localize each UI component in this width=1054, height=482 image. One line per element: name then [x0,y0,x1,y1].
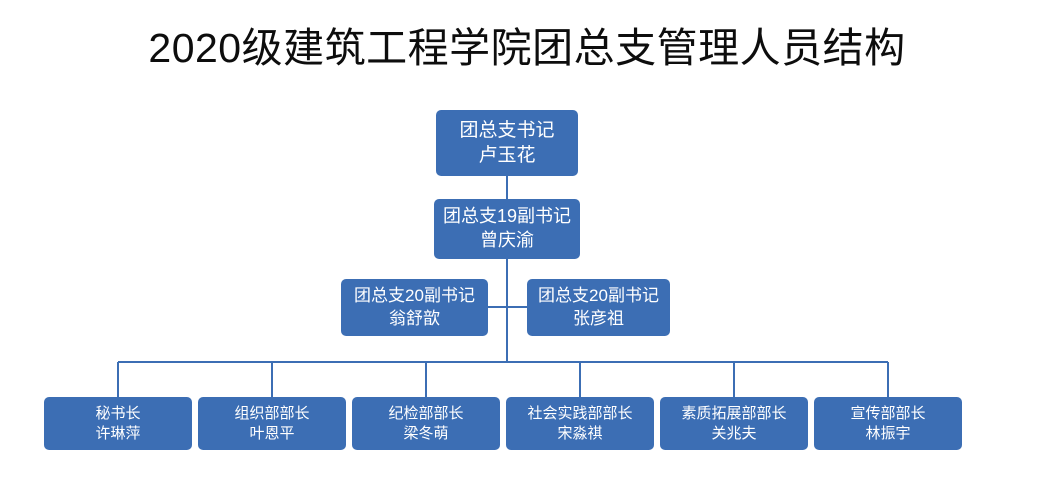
node-role: 社会实践部部长 [527,404,633,422]
node-level4-0[interactable]: 秘书长 许琳萍 [44,397,192,450]
node-level4-1[interactable]: 组织部部长 叶恩平 [198,397,346,450]
node-name: 宋淼祺 [557,424,603,442]
node-level4-5[interactable]: 宣传部部长 林振宇 [814,397,962,450]
page-title: 2020级建筑工程学院团总支管理人员结构 [148,25,906,71]
node-level1-0[interactable]: 团总支书记 卢玉花 [436,110,578,176]
node-level3-0[interactable]: 团总支20副书记 翁舒歆 [341,279,488,336]
node-name: 林振宇 [865,424,911,442]
node-role: 团总支20副书记 [538,286,659,306]
node-level4-3[interactable]: 社会实践部部长 宋淼祺 [506,397,654,450]
node-role: 团总支20副书记 [354,286,475,306]
node-name: 许琳萍 [95,424,141,442]
node-level3-1[interactable]: 团总支20副书记 张彦祖 [527,279,670,336]
node-name: 梁冬萌 [403,424,449,442]
node-name: 曾庆渝 [480,230,534,250]
node-role: 宣传部部长 [850,404,926,422]
node-role: 纪检部部长 [388,404,464,422]
node-role: 团总支书记 [459,119,555,141]
node-name: 叶恩平 [249,424,295,442]
node-name: 翁舒歆 [389,308,440,328]
node-name: 卢玉花 [478,145,536,166]
node-level4-4[interactable]: 素质拓展部部长 关兆夫 [660,397,808,450]
node-name: 张彦祖 [573,308,624,328]
node-level4-2[interactable]: 纪检部部长 梁冬萌 [352,397,500,450]
node-name: 关兆夫 [711,424,757,442]
node-role: 秘书长 [95,404,141,422]
node-level2-0[interactable]: 团总支19副书记 曾庆渝 [434,199,580,259]
node-role: 组织部部长 [234,404,310,422]
node-role: 素质拓展部部长 [681,404,787,422]
node-role: 团总支19副书记 [442,206,572,227]
